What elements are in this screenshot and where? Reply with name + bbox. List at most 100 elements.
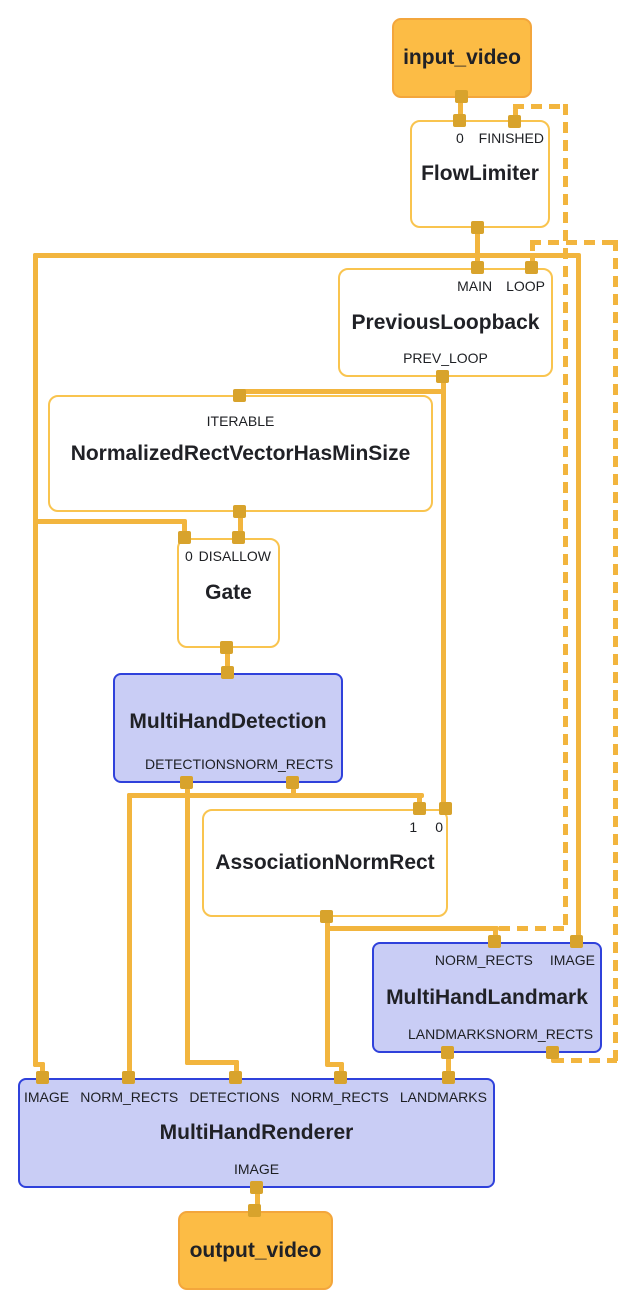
port-marker-gate-0	[178, 531, 191, 544]
edge-normrects-stub	[291, 781, 296, 798]
port-label: ITERABLE	[206, 413, 275, 429]
port-marker-flowlimiter-finished	[508, 115, 521, 128]
node-input-video[interactable]: input_video	[392, 18, 532, 98]
node-multi-hand-detection[interactable]: MultiHandDetection DETECTIONS NORM_RECTS	[113, 673, 343, 783]
port-marker-renderer-landmarks-in	[442, 1071, 455, 1084]
port-label: NORM_RECTS	[290, 1089, 389, 1105]
port-marker-outputvideo-in	[248, 1204, 261, 1217]
edge-left-vertical-jog	[33, 1062, 45, 1067]
port-label-row: IMAGE	[20, 1161, 493, 1177]
port-label: MAIN	[457, 278, 493, 294]
edge-detections-vertical	[185, 781, 190, 1065]
port-marker-flowlimiter-out	[471, 221, 484, 234]
port-marker-association-out	[320, 910, 333, 923]
node-output-video[interactable]: output_video	[178, 1211, 333, 1290]
port-marker-gate-disallow	[232, 531, 245, 544]
backedge-finished-horizontal-bottom	[499, 926, 565, 931]
port-marker-landmark-landmarks-out	[441, 1046, 454, 1059]
port-label: LOOP	[506, 278, 545, 294]
port-label-row: ITERABLE	[50, 413, 431, 429]
port-label-row: IMAGE NORM_RECTS DETECTIONS NORM_RECTS L…	[20, 1089, 493, 1105]
port-marker-loopback-loop	[525, 261, 538, 274]
port-label: LANDMARKS	[408, 1026, 496, 1042]
port-label-row: 0 FINISHED	[412, 130, 548, 146]
node-title: Gate	[205, 581, 252, 604]
edge-renderer-to-outputvideo	[255, 1186, 260, 1211]
node-title: MultiHandLandmark	[386, 985, 588, 1009]
node-title: NormalizedRectVectorHasMinSize	[70, 441, 411, 465]
port-label: LANDMARKS	[399, 1089, 487, 1105]
node-association-norm-rect[interactable]: 1 0 AssociationNormRect	[202, 809, 448, 917]
edge-into-gate-0	[182, 519, 187, 538]
edge-flowlimiter-to-landmark-image	[576, 253, 581, 944]
port-marker-landmark-normrects-in	[488, 935, 501, 948]
node-flow-limiter[interactable]: 0 FINISHED FlowLimiter	[410, 120, 550, 228]
stream-label: input_video	[403, 46, 521, 69]
port-label-row: NORM_RECTS IMAGE	[374, 952, 600, 968]
node-title: PreviousLoopback	[351, 310, 540, 334]
edge-normrects-to-renderer-vertical	[127, 793, 132, 1078]
port-marker-detection-in	[221, 666, 234, 679]
edge-flowlimiter-left-vertical	[33, 253, 38, 1067]
port-marker-minsize-iterable	[233, 389, 246, 402]
port-label: IMAGE	[233, 1161, 280, 1177]
port-label: NORM_RECTS	[80, 1089, 179, 1105]
port-label: DISALLOW	[198, 548, 271, 564]
edge-normrects-horizontal	[127, 793, 424, 798]
port-label: 1	[409, 819, 418, 835]
edge-association-out-jog	[325, 1062, 344, 1067]
port-marker-renderer-normrects2-in	[334, 1071, 347, 1084]
node-normalized-rect-vector-has-min-size[interactable]: ITERABLE NormalizedRectVectorHasMinSize	[48, 395, 433, 512]
backedge-finished-horizontal-top	[513, 104, 565, 109]
edge-detections-horizontal	[185, 1060, 239, 1065]
edge-association-out-vertical	[325, 915, 330, 1065]
node-multi-hand-landmark[interactable]: NORM_RECTS IMAGE MultiHandLandmark LANDM…	[372, 942, 602, 1053]
edge-landmarks-to-renderer	[446, 1051, 451, 1078]
edge-association-to-landmark-horizontal	[325, 926, 499, 931]
port-label: FINISHED	[478, 130, 544, 146]
port-marker-inputvideo-out	[455, 90, 468, 103]
port-label: 0	[435, 819, 443, 835]
edge-flowlimiter-to-main	[475, 226, 480, 270]
port-marker-renderer-detections-in	[229, 1071, 242, 1084]
edge-flowlimiter-fanout-horizontal	[33, 253, 580, 258]
port-label: DETECTIONS	[189, 1089, 280, 1105]
port-label: IMAGE	[549, 952, 595, 968]
port-label: DETECTIONS	[145, 756, 236, 772]
port-marker-association-1	[413, 802, 426, 815]
port-marker-flowlimiter-0	[453, 114, 466, 127]
edge-to-gate-0-horizontal	[33, 519, 185, 524]
port-label-row: DETECTIONS NORM_RECTS	[115, 756, 341, 772]
node-previous-loopback[interactable]: MAIN LOOP PreviousLoopback PREV_LOOP	[338, 268, 553, 377]
edge-prevloop-to-iterable-horizontal	[238, 389, 446, 394]
edge-into-renderer-image	[40, 1062, 45, 1078]
edge-minsize-to-disallow	[238, 510, 243, 538]
port-marker-minsize-out	[233, 505, 246, 518]
port-marker-renderer-image-out	[250, 1181, 263, 1194]
port-label: PREV_LOOP	[403, 350, 488, 366]
port-label-row: 0 DISALLOW	[179, 548, 278, 564]
node-gate[interactable]: 0 DISALLOW Gate	[177, 538, 280, 648]
node-title: FlowLimiter	[421, 162, 539, 185]
port-marker-renderer-normrects1-in	[122, 1071, 135, 1084]
edge-gate-to-detection	[225, 646, 230, 673]
port-marker-gate-out	[220, 641, 233, 654]
port-label-row: MAIN LOOP	[340, 278, 551, 294]
edge-into-renderer-detections	[234, 1060, 239, 1078]
port-label: NORM_RECTS	[434, 952, 533, 968]
edge-into-renderer-normrects2	[339, 1062, 344, 1078]
port-marker-association-0	[439, 802, 452, 815]
port-marker-loopback-prevloop	[436, 370, 449, 383]
edge-prevloop-to-association-0	[441, 377, 446, 811]
node-title: MultiHandRenderer	[159, 1121, 354, 1144]
backedge-loop-horizontal-bottom	[553, 1058, 617, 1063]
backedge-loop-horizontal-top	[530, 240, 615, 245]
port-marker-loopback-main	[471, 261, 484, 274]
port-label-row: PREV_LOOP	[340, 350, 551, 366]
node-multi-hand-renderer[interactable]: IMAGE NORM_RECTS DETECTIONS NORM_RECTS L…	[18, 1078, 495, 1188]
port-label: NORM_RECTS	[495, 1026, 594, 1042]
backedge-into-loop	[530, 240, 535, 265]
port-label-row: 1 0	[204, 819, 446, 835]
port-marker-detection-normrects	[286, 776, 299, 789]
